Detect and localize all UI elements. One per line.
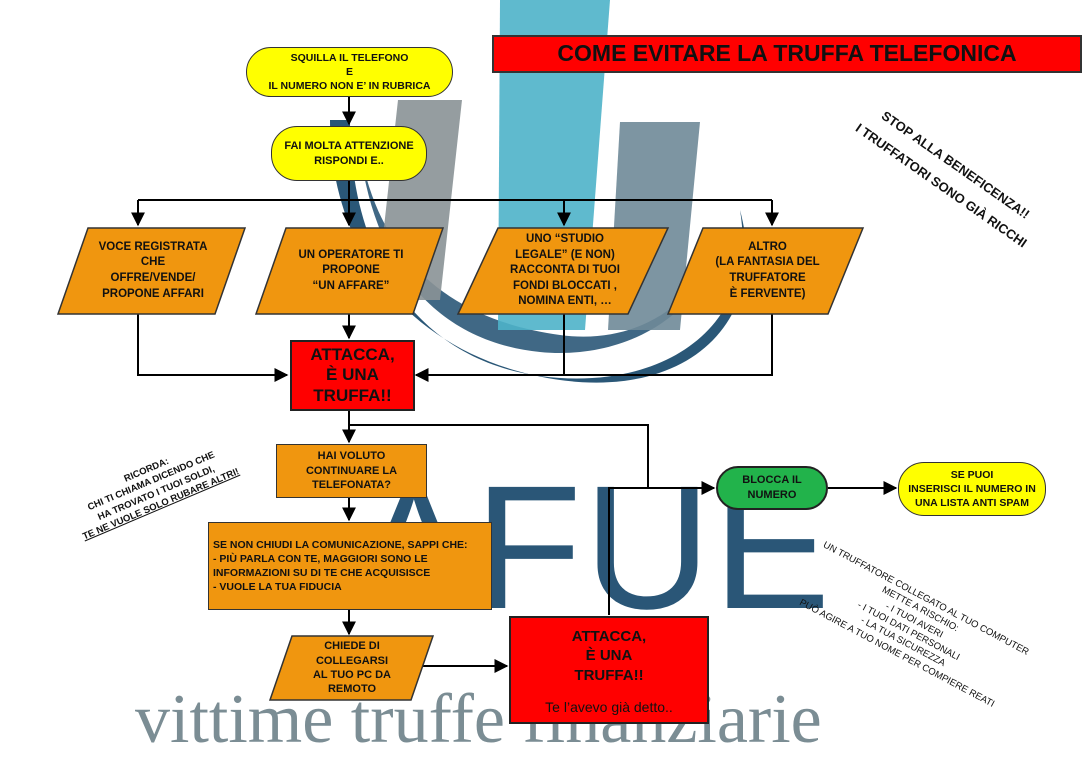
voice-shape bbox=[56, 227, 247, 315]
spam-node-text: SE PUOI INSERISCI IL NUMERO IN UNA LISTA… bbox=[908, 468, 1036, 510]
info-box bbox=[208, 522, 492, 610]
scam-box-1 bbox=[290, 340, 415, 411]
info-text: SE NON CHIUDI LA COMUNICAZIONE, SAPPI CH… bbox=[213, 538, 468, 594]
start-node-text: SQUILLA IL TELEFONO E IL NUMERO NON E’ I… bbox=[268, 51, 431, 93]
other-text: ALTRO (LA FANTASIA DEL TRUFFATORE È FERV… bbox=[715, 240, 820, 300]
logo-swoosh-inner bbox=[360, 150, 720, 354]
spam-node bbox=[898, 462, 1046, 516]
remote-text: CHIEDE DI COLLEGARSI AL TUO PC DA REMOTO bbox=[312, 640, 392, 696]
operator-text: UN OPERATORE TI PROPONE “UN AFFARE” bbox=[298, 248, 404, 292]
voice-text: VOCE REGISTRATA CHE OFFRE/VENDE/ PROPONE… bbox=[98, 240, 208, 300]
diagram-title-box bbox=[492, 35, 1082, 73]
remote-shape bbox=[268, 635, 435, 701]
block-node bbox=[716, 466, 828, 510]
legal-text: UNO “STUDIO LEGALE” (E NON) RACCONTA DI … bbox=[510, 233, 620, 308]
diagram-title: COME EVITARE LA TRUFFA TELEFONICA bbox=[557, 40, 1017, 67]
continued-text: HAI VOLUTO CONTINUARE LA TELEFONATA? bbox=[305, 449, 398, 492]
continued-box bbox=[276, 444, 427, 498]
scam-box-2 bbox=[509, 616, 709, 724]
attention-node-text: FAI MOLTA ATTENZIONE RISPONDI E.. bbox=[284, 139, 414, 167]
legal-shape bbox=[456, 227, 670, 315]
scam-box-1-text: ATTACCA, È UNA TRUFFA!! bbox=[310, 344, 395, 405]
scam-box-2-text: ATTACCA, È UNA TRUFFA!! bbox=[571, 627, 647, 684]
operator-shape bbox=[254, 227, 445, 315]
other-shape bbox=[666, 227, 865, 315]
block-node-text: BLOCCA IL NUMERO bbox=[742, 474, 802, 501]
scam-box-2-note: Te l’avevo già detto.. bbox=[545, 698, 673, 715]
start-node bbox=[246, 47, 453, 97]
attention-node bbox=[271, 126, 427, 181]
